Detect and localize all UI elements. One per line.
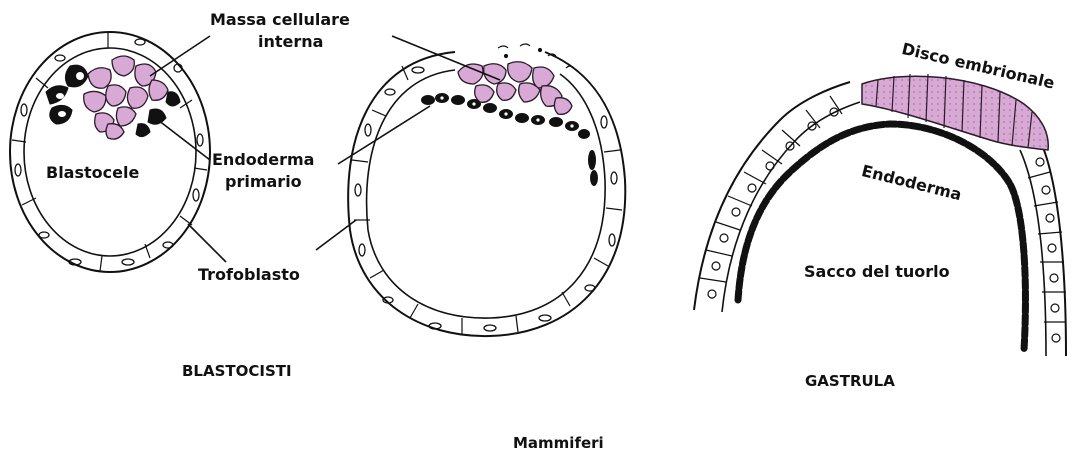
inner-cell-mass-left	[84, 56, 168, 139]
trophoblast-dividers-left	[12, 33, 207, 271]
trophoblast-right-side-outer	[1040, 140, 1066, 356]
label-endoderma-primario-line1: Endoderma	[212, 151, 314, 169]
caption-mammiferi: Mammiferi	[513, 434, 604, 452]
gastrula	[694, 74, 1066, 356]
blastocyst-left	[10, 32, 210, 272]
label-massa-cellulare-line1: Massa cellulare	[210, 11, 350, 29]
caption-blastocisti: BLASTOCISTI	[182, 362, 292, 380]
label-endoderma-primario-line2: primario	[225, 173, 302, 191]
trophoblast-outer-left	[10, 32, 210, 272]
label-blastocele: Blastocele	[46, 164, 139, 182]
label-massa-cellulare-line2: interna	[258, 33, 323, 51]
label-sacco-del-tuorlo: Sacco del tuorlo	[804, 263, 950, 281]
label-trofoblasto: Trofoblasto	[198, 266, 300, 284]
blastocyst-middle	[348, 44, 625, 336]
leader-lines	[150, 36, 500, 262]
caption-gastrula: GASTRULA	[805, 372, 895, 390]
